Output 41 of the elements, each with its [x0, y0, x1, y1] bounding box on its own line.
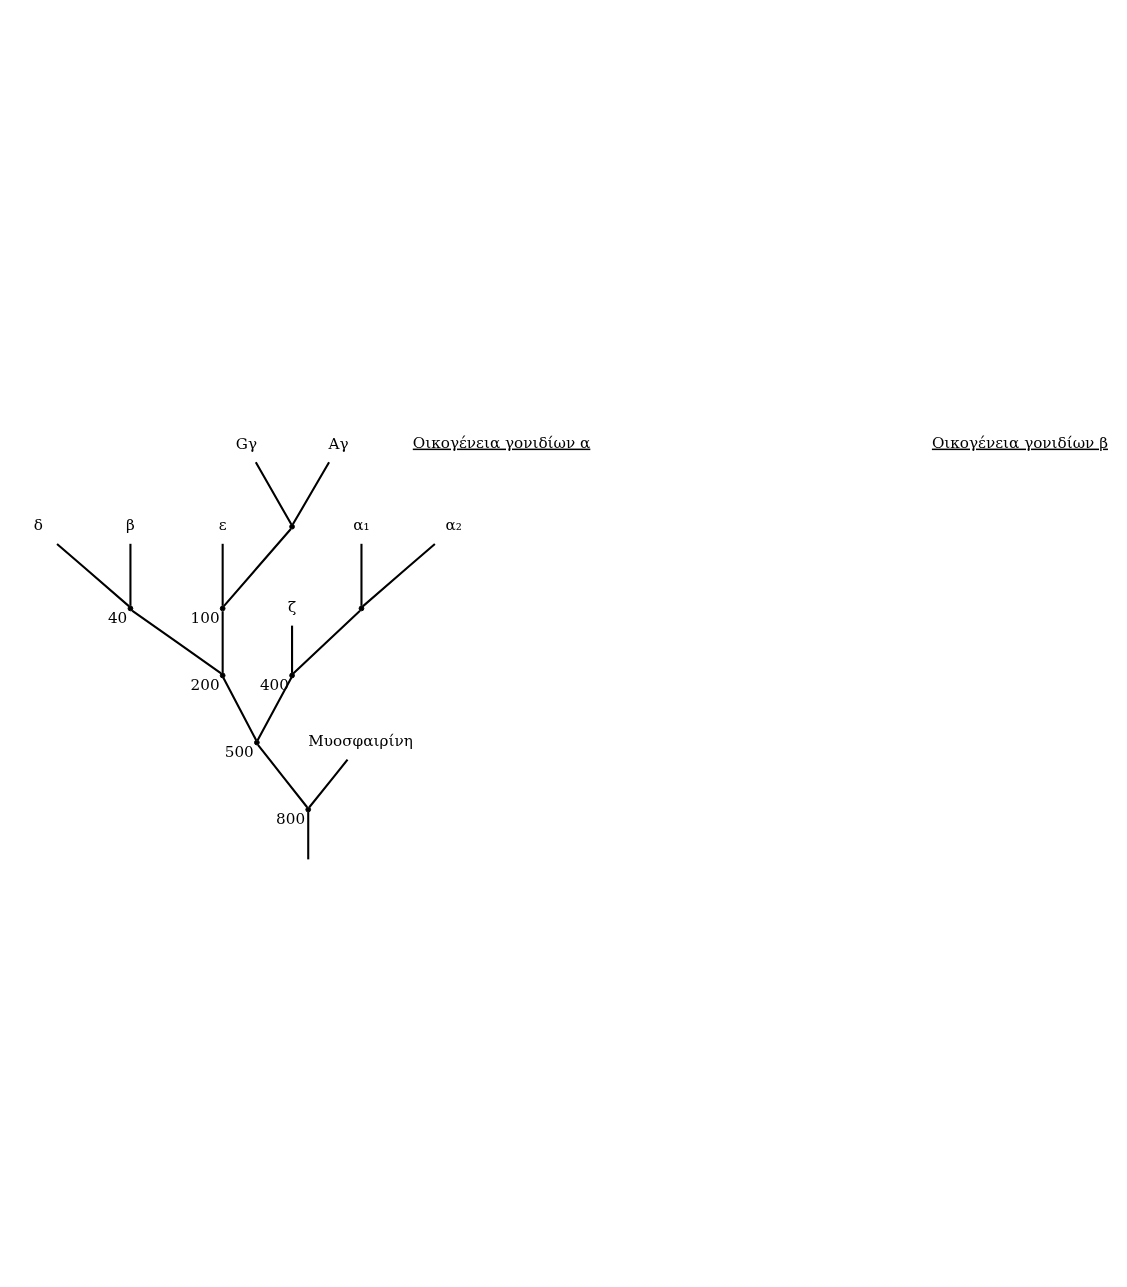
node-point — [289, 523, 295, 530]
node-point — [358, 605, 365, 611]
node-text: β — [126, 515, 135, 534]
label: Οικογένεια γονιδίων β — [931, 433, 1108, 452]
connector — [256, 676, 293, 741]
node-text: α₁ — [353, 515, 370, 534]
node-point — [289, 672, 295, 678]
node-text: Gγ — [235, 434, 258, 453]
node-text: ε — [218, 515, 227, 534]
node-label: 40 — [107, 608, 128, 627]
connector — [292, 609, 361, 674]
node-point — [219, 672, 226, 678]
connector — [291, 461, 330, 525]
connector — [257, 743, 308, 808]
connector — [56, 542, 130, 607]
connector — [221, 610, 224, 673]
node-text: Aγ — [328, 434, 349, 453]
connector — [223, 527, 292, 607]
connector — [129, 543, 132, 606]
connector — [254, 461, 293, 525]
connector — [307, 811, 310, 859]
label: Οικογένεια γονιδίων α — [412, 433, 591, 452]
node-text: α₂ — [445, 515, 462, 534]
connector — [308, 758, 349, 808]
node-text: ζ — [287, 597, 297, 616]
node-point — [305, 806, 312, 812]
connector — [222, 676, 258, 741]
connector — [360, 543, 363, 606]
node-point — [127, 605, 134, 611]
node-label: 100 — [190, 608, 220, 627]
node-label: 800 — [276, 809, 306, 828]
connector — [291, 625, 294, 673]
connector — [362, 542, 436, 607]
node-label: 500 — [224, 742, 254, 761]
connector — [221, 543, 224, 606]
node-label: 200 — [190, 675, 220, 694]
node-text: Μυοσφαιρίνη — [308, 731, 413, 750]
node-text: δ — [33, 515, 43, 534]
node-point — [254, 739, 260, 745]
connector — [131, 609, 222, 674]
node-point — [219, 605, 226, 611]
